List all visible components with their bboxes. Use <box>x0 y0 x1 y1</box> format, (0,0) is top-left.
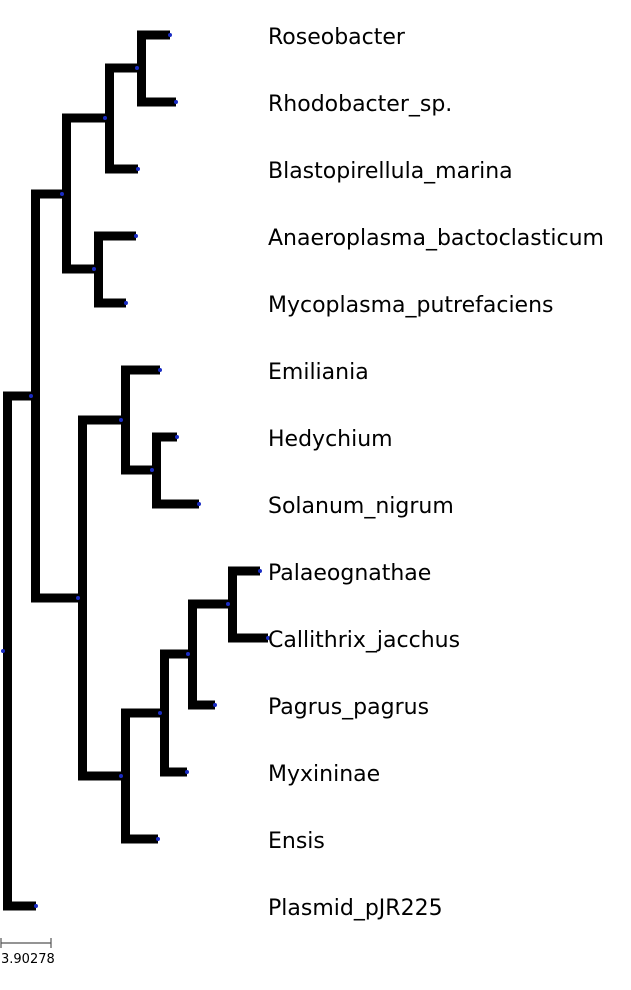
leaf-label-plasmid: Plasmid_pJR225 <box>268 896 443 921</box>
leaf-branch <box>3 901 36 911</box>
internal-node-dot <box>119 774 123 778</box>
internal-node-dot <box>103 116 107 120</box>
leaf-branch <box>188 700 215 710</box>
leaf-label-hedychium: Hedychium <box>268 427 393 452</box>
leaf-node-dot <box>266 636 270 640</box>
leaf-branch <box>94 231 136 241</box>
leaf-node-dot <box>136 167 140 171</box>
root-node-dot <box>1 649 5 653</box>
leaf-branch <box>94 298 126 308</box>
leaf-branch <box>137 97 176 107</box>
leaf-branch <box>105 164 138 174</box>
internal-node-dot <box>29 394 33 398</box>
leaf-branch <box>228 633 268 643</box>
leaf-label-pagrus: Pagrus_pagrus <box>268 695 429 720</box>
leaf-label-callithrix: Callithrix_jacchus <box>268 628 460 653</box>
vertical-branch <box>62 113 71 274</box>
leaf-branch <box>152 432 177 442</box>
vertical-branch <box>137 30 146 107</box>
node-markers <box>1 33 270 908</box>
leaf-node-dot <box>34 904 38 908</box>
vertical-branch <box>152 432 161 509</box>
scale-bar-label: 3.90278 <box>1 952 55 967</box>
tree-branches <box>3 30 268 911</box>
leaf-node-dot <box>158 368 162 372</box>
vertical-branch <box>3 391 12 911</box>
leaf-branch <box>121 365 160 375</box>
internal-node-dot <box>119 418 123 422</box>
internal-branch <box>31 189 64 199</box>
leaf-branch <box>152 499 199 509</box>
vertical-branch <box>105 63 114 174</box>
leaf-node-dot <box>174 100 178 104</box>
leaf-branch <box>137 30 170 40</box>
internal-node-dot <box>186 652 190 656</box>
leaf-label-anaeroplasma: Anaeroplasma_bactoclasticum <box>268 226 604 251</box>
leaf-label-ensis: Ensis <box>268 829 325 854</box>
vertical-branch <box>228 566 237 643</box>
internal-node-dot <box>150 468 154 472</box>
vertical-branch <box>31 189 40 603</box>
leaf-label-palaeognathae: Palaeognathae <box>268 561 431 586</box>
leaf-label-rhodobacter: Rhodobacter_sp. <box>268 92 452 117</box>
internal-branch <box>160 649 190 659</box>
internal-branch <box>105 63 139 73</box>
leaf-node-dot <box>168 33 172 37</box>
vertical-branch <box>121 708 130 844</box>
internal-node-dot <box>60 192 64 196</box>
internal-branch <box>62 113 107 123</box>
vertical-branch <box>78 415 87 781</box>
internal-node-dot <box>226 602 230 606</box>
leaf-node-dot <box>175 435 179 439</box>
leaf-node-dot <box>185 770 189 774</box>
internal-node-dot <box>76 596 80 600</box>
internal-node-dot <box>92 267 96 271</box>
vertical-branch <box>188 599 197 710</box>
leaf-label-emiliania: Emiliania <box>268 360 369 385</box>
leaf-node-dot <box>213 703 217 707</box>
leaf-node-dot <box>197 502 201 506</box>
leaf-label-blastopirellula: Blastopirellula_marina <box>268 159 513 184</box>
internal-node-dot <box>158 711 162 715</box>
vertical-branch <box>94 231 103 308</box>
leaf-node-dot <box>258 569 262 573</box>
leaf-label-roseobacter: Roseobacter <box>268 25 406 50</box>
internal-branch <box>121 708 162 718</box>
leaf-branch <box>160 767 187 777</box>
internal-branch <box>78 415 123 425</box>
leaf-branch <box>228 566 260 576</box>
internal-node-dot <box>135 66 139 70</box>
internal-branch <box>3 391 33 401</box>
leaf-label-mycoplasma: Mycoplasma_putrefaciens <box>268 293 554 318</box>
scale-bar: 3.90278 <box>0 938 55 967</box>
leaf-node-dot <box>156 837 160 841</box>
internal-branch <box>62 264 96 274</box>
internal-branch <box>121 465 154 475</box>
leaf-labels: Roseobacter Rhodobacter_sp. Blastopirell… <box>268 25 604 921</box>
internal-branch <box>78 771 123 781</box>
leaf-label-solanum: Solanum_nigrum <box>268 494 454 519</box>
internal-branch <box>31 593 80 603</box>
leaf-node-dot <box>124 301 128 305</box>
vertical-branch <box>121 365 130 475</box>
internal-branch <box>188 599 230 609</box>
vertical-branch <box>160 649 169 777</box>
leaf-branch <box>121 834 158 844</box>
leaf-node-dot <box>134 234 138 238</box>
leaf-label-myxininae: Myxininae <box>268 762 380 787</box>
